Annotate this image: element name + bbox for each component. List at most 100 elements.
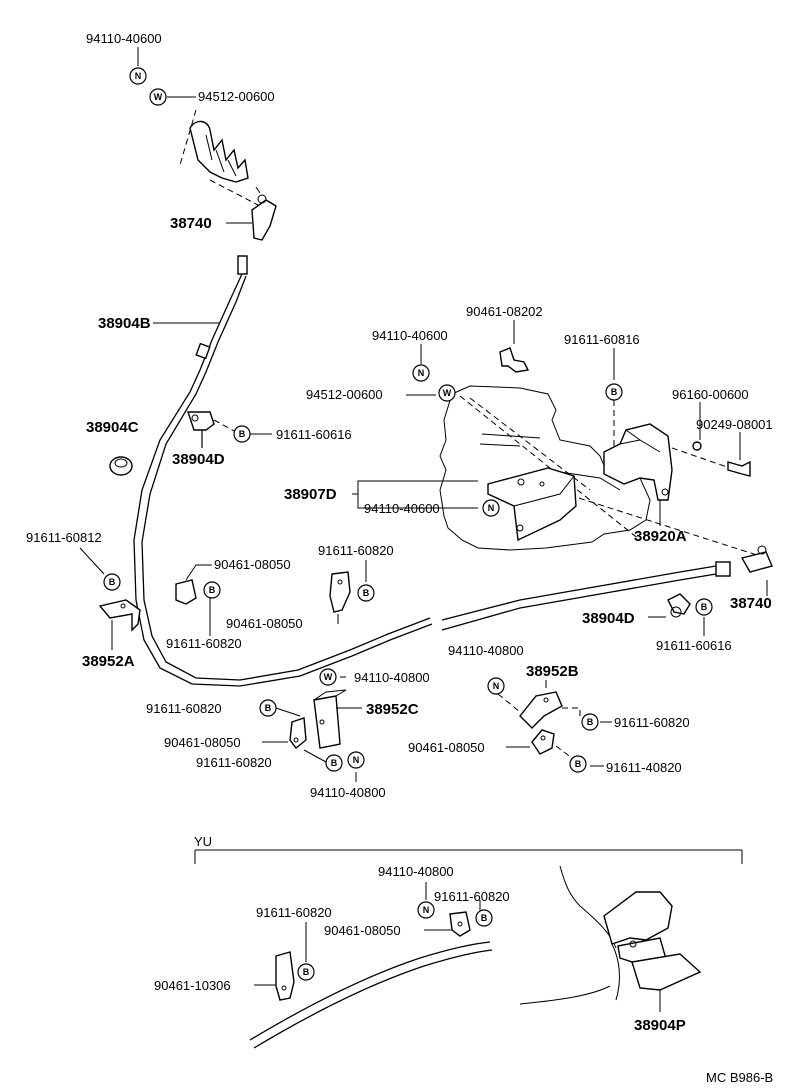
part-label: 94512-00600 [198, 89, 275, 104]
svg-text:B: B [265, 703, 272, 713]
bolt-marker: B [475, 909, 493, 927]
part-label: 90249-08001 [696, 417, 773, 432]
bolt-marker: B [203, 581, 221, 599]
grommet-38904C [109, 456, 133, 476]
svg-text:W: W [154, 92, 163, 102]
bracket-38904P [519, 865, 702, 1005]
washer-marker: W [319, 668, 337, 686]
washer-marker: W [149, 88, 167, 106]
nut-marker: N [347, 751, 365, 769]
bolt-marker: B [605, 383, 623, 401]
part-label: 91611-40820 [606, 760, 682, 775]
svg-text:B: B [481, 913, 488, 923]
bolt-marker: B [357, 584, 375, 602]
svg-text:B: B [303, 967, 310, 977]
clip-90461-08050-c [289, 717, 307, 749]
transmission-housing [439, 385, 651, 551]
nut-marker: N [482, 499, 500, 517]
svg-text:W: W [443, 388, 452, 398]
bolt-90249-08001 [727, 460, 751, 477]
part-label: 91611-60820 [166, 636, 242, 651]
svg-text:N: N [353, 755, 360, 765]
svg-text:B: B [363, 588, 370, 598]
clip-90461-10306 [275, 951, 295, 1001]
part-label: 90461-08050 [226, 616, 303, 631]
part-label: 91611-60820 [146, 701, 222, 716]
diagram-code: MC B986-B [706, 1070, 773, 1085]
svg-text:N: N [488, 503, 495, 513]
svg-text:B: B [239, 429, 246, 439]
part-label: 91611-60812 [26, 530, 102, 545]
part-label: 90461-08050 [214, 557, 291, 572]
part-label: 90461-08050 [408, 740, 485, 755]
bolt-marker: B [103, 573, 121, 591]
part-label: 94110-40800 [378, 864, 454, 879]
bolt-marker: B [233, 425, 251, 443]
washer-marker: W [438, 384, 456, 402]
part-label: 38740 [170, 215, 212, 232]
bolt-marker: B [569, 755, 587, 773]
part-label: 91611-60820 [256, 905, 332, 920]
clip-90461-08050-yu [449, 911, 471, 937]
section-label: YU [194, 834, 212, 849]
bolt-marker: B [259, 699, 277, 717]
nut-marker: N [129, 67, 147, 85]
bolt-marker: B [581, 713, 599, 731]
part-label: 38952B [526, 663, 579, 680]
part-label: 38740 [730, 595, 772, 612]
shift-lever-boot [189, 120, 249, 183]
cable-lower-right [441, 545, 773, 631]
nut-marker: N [412, 364, 430, 382]
clip-90461-08050-a [175, 579, 197, 605]
part-label: 91611-60816 [564, 332, 640, 347]
part-label: 38907D [284, 486, 337, 503]
bracket-38920A [603, 423, 673, 501]
svg-text:N: N [423, 905, 430, 915]
part-label: 38952C [366, 701, 419, 718]
part-label: 94110-40600 [86, 31, 162, 46]
part-label: 91611-60820 [196, 755, 272, 770]
svg-text:W: W [324, 672, 333, 682]
bracket-38952B [519, 691, 563, 729]
svg-text:N: N [135, 71, 142, 81]
part-label: 38952A [82, 653, 135, 670]
bracket-38907D [487, 467, 577, 542]
clip-38904D-left [187, 411, 215, 448]
cable-yu [249, 941, 493, 1049]
part-label: 94110-40800 [310, 785, 386, 800]
part-label: 91611-60820 [614, 715, 690, 730]
part-label: 90461-08050 [324, 923, 401, 938]
washer-96160-00600 [692, 441, 702, 451]
part-label: 38904C [86, 419, 139, 436]
part-label: 91611-60616 [276, 427, 352, 442]
bolt-marker: B [297, 963, 315, 981]
part-label: 96160-00600 [672, 387, 749, 402]
part-label: 38904B [98, 315, 151, 332]
cable-38904B [133, 255, 433, 687]
part-label: 94512-00600 [306, 387, 383, 402]
part-label: 91611-60820 [318, 543, 394, 558]
clip-38904D-right [667, 593, 691, 618]
part-label: 91611-60616 [656, 638, 732, 653]
part-label: 38920A [634, 528, 687, 545]
part-label: 90461-10306 [154, 978, 231, 993]
svg-text:B: B [701, 602, 708, 612]
part-label: 90461-08202 [466, 304, 543, 319]
part-label: 94110-40600 [372, 328, 448, 343]
svg-text:B: B [209, 585, 216, 595]
part-label: 38904D [172, 451, 225, 468]
bracket-38952A [98, 599, 141, 632]
svg-text:N: N [493, 681, 500, 691]
part-label: 94110-40600 [364, 501, 440, 516]
bracket-38952C [313, 689, 347, 749]
svg-text:B: B [109, 577, 116, 587]
nut-marker: N [487, 677, 505, 695]
svg-text:N: N [418, 368, 425, 378]
part-label: 94110-40800 [448, 643, 524, 658]
part-label: 38904D [582, 610, 635, 627]
svg-text:B: B [331, 758, 338, 768]
part-label: 38904P [634, 1017, 686, 1034]
clip-90461-08050-b [329, 571, 351, 613]
svg-text:B: B [587, 717, 594, 727]
